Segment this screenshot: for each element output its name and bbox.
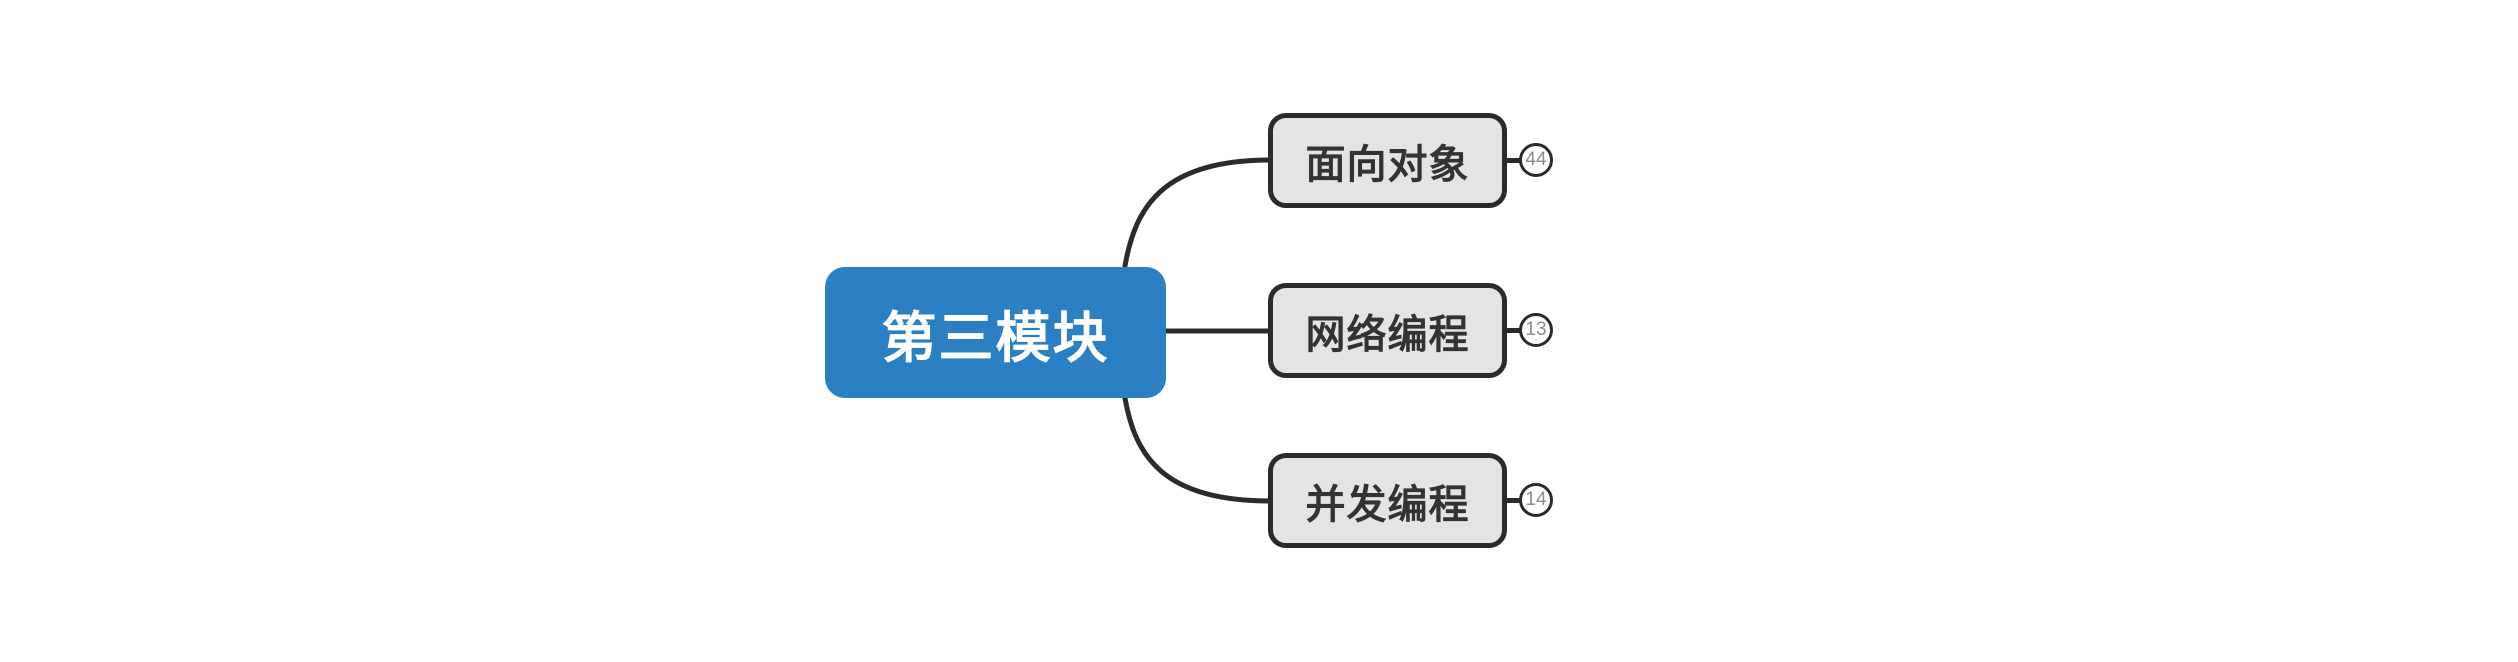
- connector-root-to-child-0: [1122, 157, 1273, 269]
- child-count-badge-value: 13: [1525, 319, 1547, 340]
- child-count-badge-1[interactable]: 13: [1519, 313, 1553, 347]
- child-topic-node-2[interactable]: 并发编程: [1268, 453, 1507, 548]
- root-topic-label: 第三模块: [881, 306, 1110, 369]
- child-count-badge-value: 44: [1525, 149, 1547, 170]
- child-topic-label: 网络编程: [1305, 312, 1470, 357]
- child-count-badge-0[interactable]: 44: [1519, 143, 1553, 177]
- connector-root-to-child-2: [1122, 395, 1273, 504]
- child-topic-label: 并发编程: [1305, 482, 1470, 527]
- child-topic-label: 面向对象: [1305, 142, 1470, 187]
- child-count-badge-value: 14: [1525, 489, 1547, 510]
- child-topic-node-0[interactable]: 面向对象: [1268, 113, 1507, 208]
- child-topic-node-1[interactable]: 网络编程: [1268, 283, 1507, 378]
- root-topic-node[interactable]: 第三模块: [825, 267, 1166, 398]
- child-count-badge-2[interactable]: 14: [1519, 483, 1553, 517]
